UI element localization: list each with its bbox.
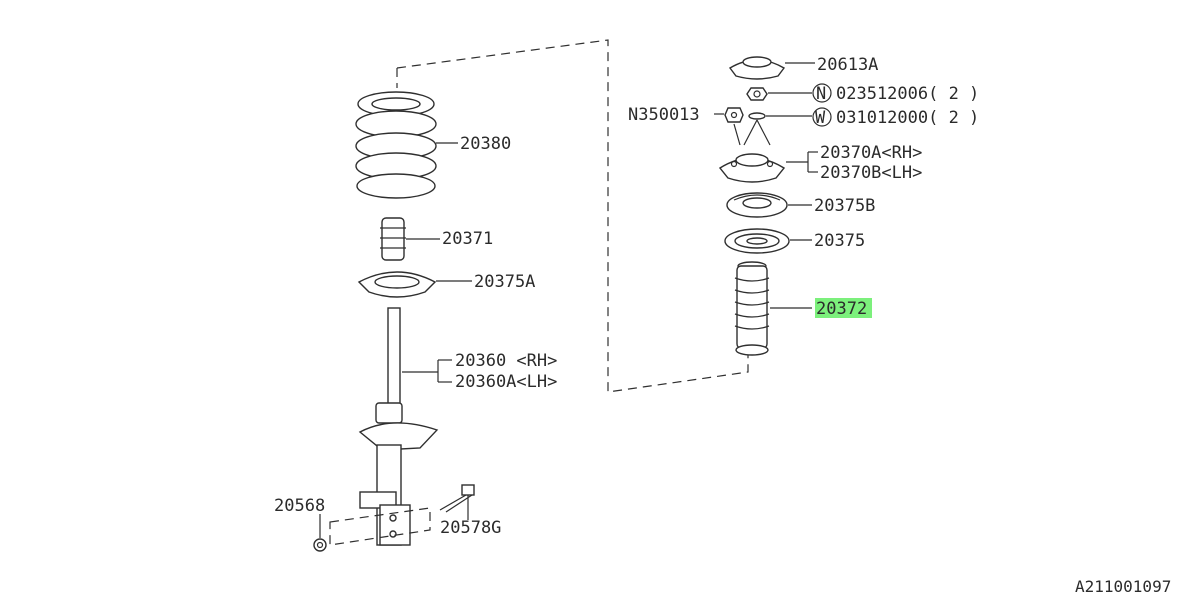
coil-spring-part[interactable]: [355, 91, 437, 199]
callout-023512006[interactable]: 023512006( 2 ): [836, 84, 979, 104]
callout-20360a-lh[interactable]: 20360A<LH>: [455, 372, 557, 392]
bolt-20578g-part[interactable]: [439, 484, 475, 513]
strut-cap-part[interactable]: [728, 56, 786, 80]
spring-seat-lower-part[interactable]: [357, 271, 437, 298]
callout-023512006-badge: N: [816, 84, 826, 104]
callout-20375a[interactable]: 20375A: [474, 272, 535, 292]
washer-part[interactable]: [748, 112, 766, 120]
callout-20370b-lh[interactable]: 20370B<LH>: [820, 163, 922, 183]
assembly-dashed-boundary: [396, 39, 749, 393]
callout-20370a-rh[interactable]: 20370A<RH>: [820, 143, 922, 163]
callout-031012000-badge: W: [815, 108, 826, 128]
highlight-20372: [815, 298, 872, 318]
flange-nut-part[interactable]: [746, 87, 768, 101]
callout-20568[interactable]: 20568: [274, 496, 325, 516]
strut-bearing-part[interactable]: [726, 192, 788, 218]
callout-031012000[interactable]: 031012000( 2 ): [836, 108, 979, 128]
callout-20375b[interactable]: 20375B: [814, 196, 875, 216]
callout-20371[interactable]: 20371: [442, 229, 493, 249]
spring-seat-upper-part[interactable]: [724, 228, 790, 254]
diagram-id: A211001097: [1075, 577, 1171, 596]
callout-20578g[interactable]: 20578G: [440, 518, 501, 538]
dust-boot-part[interactable]: [734, 261, 770, 356]
callout-20375[interactable]: 20375: [814, 231, 865, 251]
callout-20613a[interactable]: 20613A: [817, 55, 878, 75]
strut-body-part[interactable]: [358, 307, 439, 546]
upper-strut-mount-part[interactable]: [718, 153, 786, 183]
callout-20360-rh[interactable]: 20360 <RH>: [455, 351, 557, 371]
nut-n350013-part[interactable]: [724, 107, 744, 123]
callout-20372[interactable]: 20372: [816, 299, 867, 319]
callout-n350013[interactable]: N350013: [628, 105, 700, 125]
callout-20380[interactable]: 20380: [460, 134, 511, 154]
nut-20568-part[interactable]: [313, 538, 327, 552]
bump-stop-part[interactable]: [380, 217, 406, 261]
